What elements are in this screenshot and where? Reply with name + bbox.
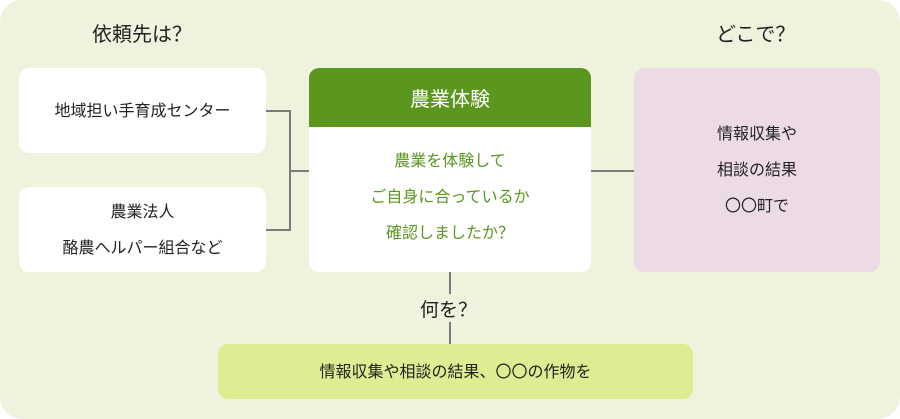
connector-line <box>266 110 291 112</box>
box-what: 情報収集や相談の結果、〇〇の作物を <box>218 344 693 399</box>
box-text: 〇〇町で <box>724 196 789 215</box>
center-text: 確認しましたか？ <box>385 223 514 242</box>
box-text: 情報収集や <box>716 124 797 143</box>
center-text: 農業を体験して <box>394 151 506 170</box>
center-text: ご自身に合っているか <box>370 187 530 206</box>
connector-line <box>289 170 309 172</box>
heading-what: 何を？ <box>420 299 478 321</box>
box-text: 情報収集や相談の結果、〇〇の作物を <box>319 361 592 381</box>
box-text: 相談の結果 <box>716 160 797 179</box>
box-regional-center: 地域担い手育成センター <box>19 68 266 153</box>
connector-line <box>449 322 451 344</box>
box-where: 情報収集や 相談の結果 〇〇町で <box>634 68 880 272</box>
box-text: 酪農ヘルパー組合など <box>62 237 223 257</box>
heading-who: 依頼先は？ <box>92 22 192 46</box>
connector-line <box>591 170 634 172</box>
box-text: 地域担い手育成センター <box>54 100 231 120</box>
center-title: 農業体験 <box>309 68 591 127</box>
box-agri-corporation: 農業法人 酪農ヘルパー組合など <box>19 187 266 272</box>
heading-where: どこで？ <box>716 22 796 46</box>
box-text: 農業法人 <box>110 201 175 221</box>
connector-line <box>449 272 451 294</box>
connector-line <box>266 229 291 231</box>
center-card: 農業体験 農業を体験して ご自身に合っているか 確認しましたか？ <box>309 68 591 272</box>
